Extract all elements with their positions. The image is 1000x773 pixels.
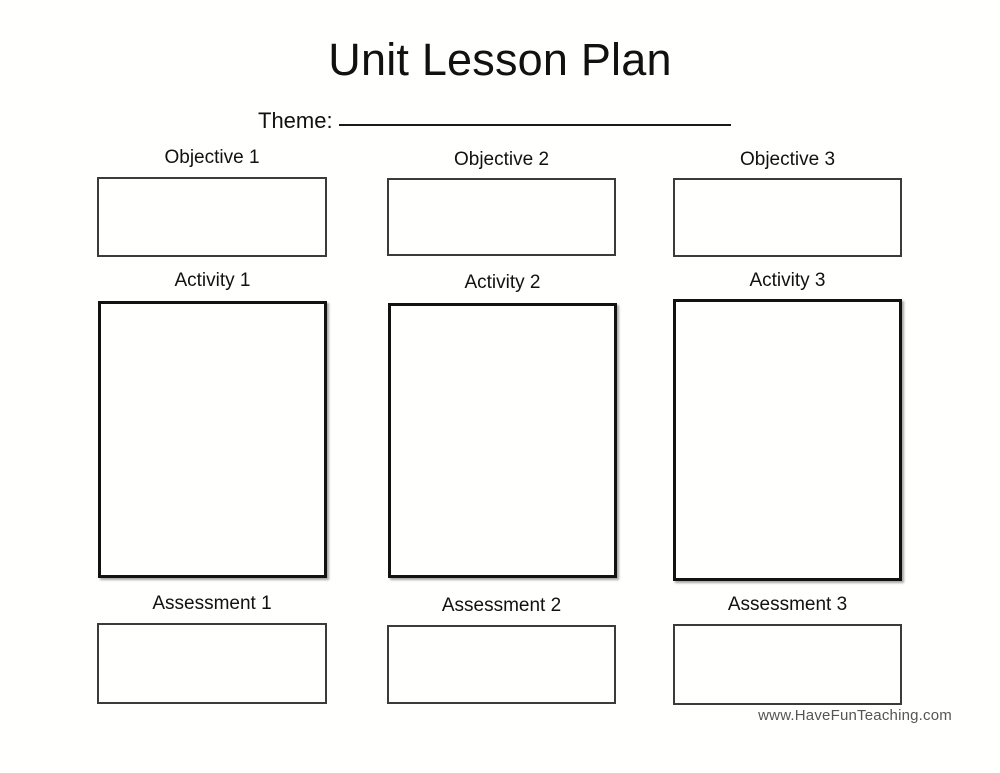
assessment-2-box[interactable] [387, 625, 616, 704]
objective-1-box[interactable] [97, 177, 327, 257]
activity-1-cell: Activity 1 [98, 271, 327, 579]
activity-3-label: Activity 3 [749, 270, 826, 291]
assessment-1-cell: Assessment 1 [97, 594, 327, 704]
assessment-3-label: Assessment 3 [727, 594, 848, 615]
assessment-3-box[interactable] [673, 624, 902, 705]
objective-2-cell: Objective 2 [387, 150, 616, 260]
activity-3-box[interactable] [673, 299, 902, 581]
assessment-3-cell: Assessment 3 [673, 595, 902, 705]
activity-2-label: Activity 2 [464, 272, 541, 293]
activity-2-cell: Activity 2 [388, 273, 617, 580]
page-title: Unit Lesson Plan [328, 34, 672, 85]
objective-2-label: Objective 2 [453, 149, 550, 170]
assessment-2-cell: Assessment 2 [387, 596, 616, 704]
activity-1-box[interactable] [98, 301, 327, 578]
objective-1-label: Objective 1 [164, 147, 260, 168]
objective-3-box[interactable] [673, 178, 902, 257]
objective-1-cell: Objective 1 [97, 148, 327, 260]
theme-input-line[interactable] [338, 124, 731, 126]
activity-1-label: Activity 1 [174, 270, 251, 291]
objective-3-cell: Objective 3 [673, 150, 902, 260]
theme-row: Theme: [258, 110, 731, 132]
assessment-1-label: Assessment 1 [152, 593, 272, 614]
objective-3-label: Objective 3 [739, 149, 836, 170]
theme-label: Theme: [258, 108, 333, 133]
footer-website-text: www.HaveFunTeaching.com [758, 707, 952, 724]
activity-2-box[interactable] [388, 303, 617, 578]
activity-3-cell: Activity 3 [673, 271, 902, 583]
objective-2-box[interactable] [387, 178, 616, 256]
assessment-2-label: Assessment 2 [441, 595, 562, 616]
assessment-1-box[interactable] [97, 623, 327, 704]
